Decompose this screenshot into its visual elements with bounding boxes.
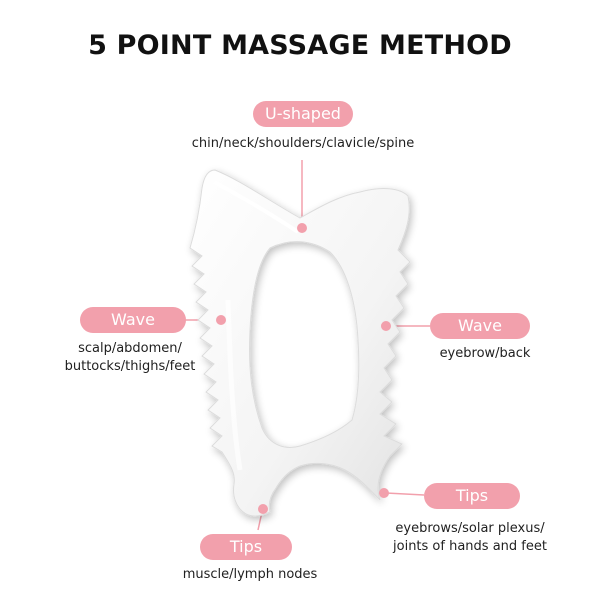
desc-wave-left-line-2: buttocks/thighs/feet [64,359,196,374]
desc-wave-right: eyebrow/back [439,346,531,361]
stone-highlight [225,299,243,471]
desc-tips-right-line-1: eyebrows/solar plexus/ [395,521,545,536]
pill-tips-bottom: Tips [200,534,292,560]
dot-wave-left [216,315,226,325]
dot-u-shaped [297,223,307,233]
desc-tips-right-line-2: joints of hands and feet [393,539,547,554]
page-title: 5 POINT MASSAGE METHOD [88,30,512,61]
desc-wave-left-line-1: scalp/abdomen/ [78,341,182,356]
stone-body [189,169,411,517]
pill-wave-right: Wave [430,313,530,339]
connector-tips-right [385,492,425,496]
pill-wave-left: Wave [80,307,186,333]
dot-wave-right [381,321,391,331]
pill-tips-right: Tips [424,483,520,509]
stone-highlight [213,180,300,234]
desc-tips-right: eyebrows/solar plexus/ joints of hands a… [370,520,570,556]
desc-tips-bottom: muscle/lymph nodes [182,567,318,582]
desc-u-shaped: chin/neck/shoulders/clavicle/spine [191,136,415,151]
pill-u-shaped: U-shaped [253,101,353,127]
desc-wave-left: scalp/abdomen/ buttocks/thighs/feet [40,340,220,376]
dot-tips-right [379,488,389,498]
point-dots [216,223,391,514]
dot-tips-bottom [258,504,268,514]
